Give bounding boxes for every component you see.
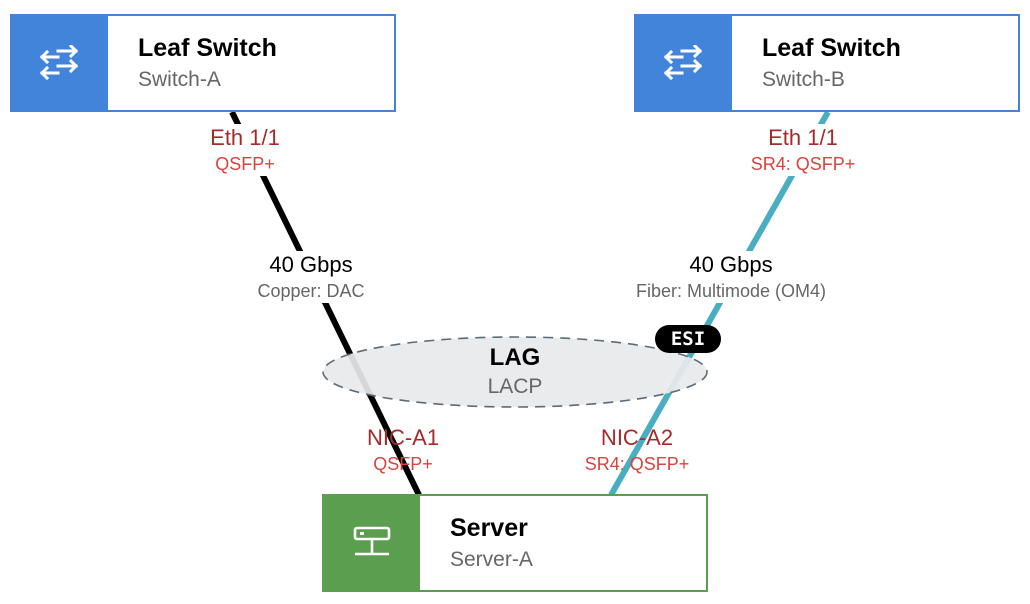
link-speed: 40 Gbps [269,252,353,277]
link-speed: 40 Gbps [689,252,773,277]
server-icon [353,526,391,556]
port-type: SR4: QSFP+ [584,454,690,474]
switch-arrows-icon [663,45,703,81]
esi-badge: ESI [655,325,721,353]
node-title: Server [450,514,528,542]
port-name: NIC-A2 [600,425,674,450]
switch-a-port-label: Eth 1/1 QSFP+ [210,124,280,176]
lag-ellipse[interactable] [322,336,708,408]
lag-protocol: LACP [487,375,543,398]
port-type: QSFP+ [215,154,275,174]
lag-title: LAG [489,344,541,371]
node-title: Leaf Switch [762,34,901,62]
port-name: Eth 1/1 [210,125,280,150]
server-a-node[interactable]: Server Server-A [322,494,708,592]
port-type: QSFP+ [373,454,433,474]
node-name: Switch-B [762,68,845,91]
switch-arrows-icon [39,45,79,81]
switch-b-port-label: Eth 1/1 SR4: QSFP+ [750,124,856,176]
switch-icon-box [636,16,732,110]
link-b-label: 40 Gbps Fiber: Multimode (OM4) [635,251,827,303]
link-media: Copper: DAC [257,281,365,301]
node-name: Switch-A [138,68,221,91]
port-name: NIC-A1 [366,425,440,450]
leaf-switch-a-node[interactable]: Leaf Switch Switch-A [10,14,396,112]
node-name: Server-A [450,548,533,571]
leaf-switch-b-node[interactable]: Leaf Switch Switch-B [634,14,1020,112]
nic-a2-port-label: NIC-A2 SR4: QSFP+ [585,424,690,476]
nic-a1-port-label: NIC-A1 QSFP+ [367,424,439,476]
port-name: Eth 1/1 [768,125,838,150]
switch-icon-box [12,16,108,110]
port-type: SR4: QSFP+ [750,154,856,174]
server-icon-box [324,496,420,590]
link-media: Fiber: Multimode (OM4) [635,281,827,301]
link-a-label: 40 Gbps Copper: DAC [257,251,365,303]
node-title: Leaf Switch [138,34,277,62]
lag-label: LAG LACP [488,343,543,401]
